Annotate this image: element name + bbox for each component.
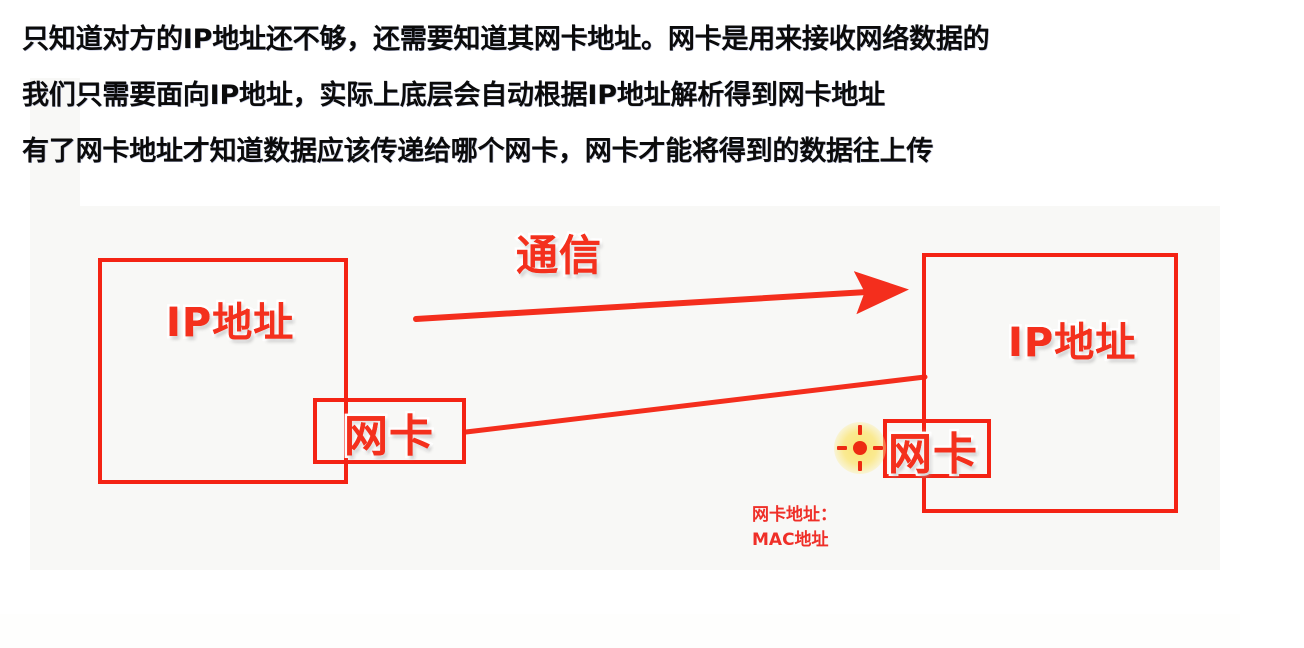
heading-line-2: 我们只需要面向IP地址，实际上底层会自动根据IP地址解析得到网卡地址 <box>22 80 885 111</box>
click-point-dot <box>853 441 867 455</box>
heading-line-3: 有了网卡地址才知道数据应该传递给哪个网卡，网卡才能将得到的数据往上传 <box>22 136 934 167</box>
click-tick-left-icon <box>837 446 847 450</box>
click-tick-down-icon <box>858 461 862 471</box>
heading-line-1: 只知道对方的IP地址还不够，还需要知道其网卡地址。网卡是用来接收网络数据的 <box>22 24 990 55</box>
click-tick-right-icon <box>873 446 883 450</box>
content-panel-lower-tint <box>0 614 1240 648</box>
heading-text-block: 只知道对方的IP地址还不够，还需要知道其网卡地址。网卡是用来接收网络数据的 我们… <box>22 12 1292 180</box>
click-tick-up-icon <box>858 425 862 435</box>
click-indicator <box>834 422 886 474</box>
content-panel-white-inset <box>80 78 1220 206</box>
